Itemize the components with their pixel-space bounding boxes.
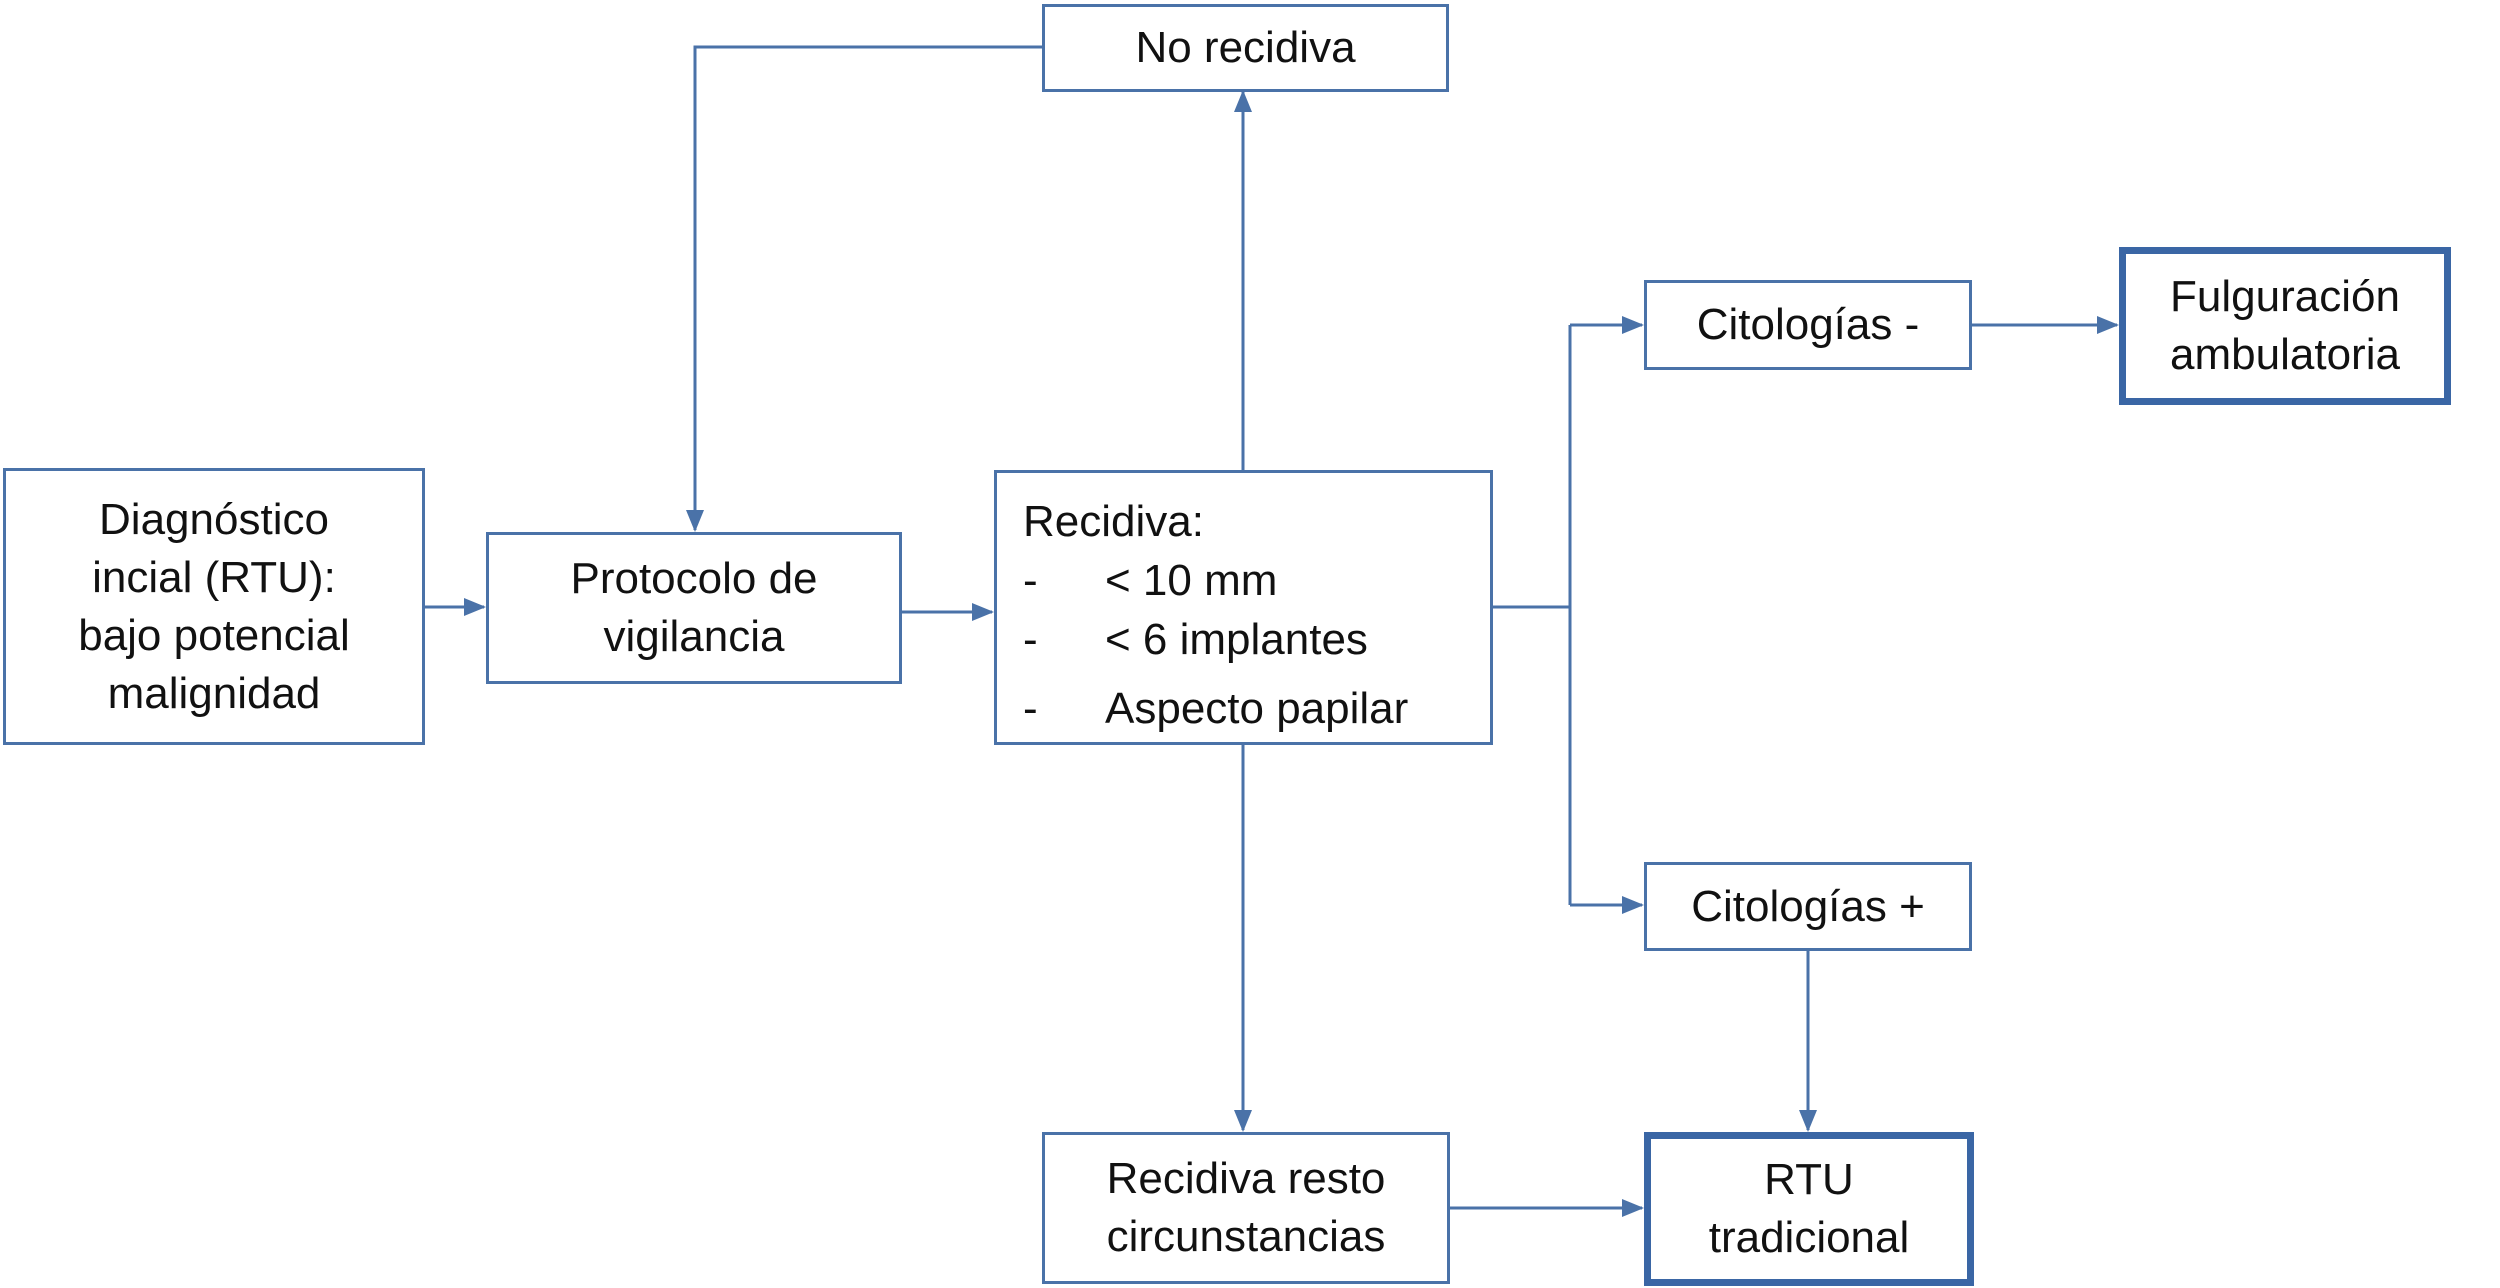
criterion-item: - < 6 implantes xyxy=(1023,611,1368,669)
node-diagnostico-line-1: Diagnóstico xyxy=(99,494,329,544)
criterion-dash: - xyxy=(1023,684,1038,733)
criterion-papillary: Aspecto papilar xyxy=(1105,684,1409,733)
node-recidiva-resto: Recidiva resto circunstancias xyxy=(1042,1132,1450,1284)
node-diagnostico-line-3: bajo potencial xyxy=(78,610,350,660)
node-fulguracion-line-1: Fulguración xyxy=(2170,272,2400,321)
arrow-no-recidiva-to-protocolo xyxy=(686,45,1042,532)
node-fulguracion-line-2: ambulatoria xyxy=(2170,330,2400,379)
criterion-dash: - xyxy=(1023,615,1038,664)
node-no-recidiva-label: No recidiva xyxy=(1135,23,1356,72)
node-citologias-pos-label: Citologías + xyxy=(1691,881,1925,931)
node-citologias-negativas: Citologías - xyxy=(1644,280,1972,370)
node-protocolo-line-1: Protocolo de xyxy=(570,554,818,603)
node-citologias-positivas: Citologías + xyxy=(1644,862,1972,951)
node-recidiva-title: Recidiva: xyxy=(1023,497,1204,546)
node-protocolo-line-2: vigilancia xyxy=(603,612,785,661)
node-recidiva-criterios: Recidiva: - < 10 mm - < 6 implantes - As… xyxy=(994,470,1493,745)
criterion-item: - Aspecto papilar xyxy=(1023,680,1408,738)
node-fulguracion-ambulatoria: Fulguración ambulatoria xyxy=(2119,247,2451,405)
node-protocolo-vigilancia: Protocolo de vigilancia xyxy=(486,532,902,684)
node-diagnostico-inicial: Diagnóstico incial (RTU): bajo potencial… xyxy=(3,468,425,745)
node-recidiva-resto-line-2: circunstancias xyxy=(1106,1212,1386,1261)
criterion-dash: - xyxy=(1023,556,1038,605)
node-diagnostico-line-2: incial (RTU): xyxy=(92,552,336,602)
criterion-size: < 10 mm xyxy=(1105,556,1278,605)
node-no-recidiva: No recidiva xyxy=(1042,4,1449,92)
node-rtu-tradicional: RTU tradicional xyxy=(1644,1132,1974,1286)
node-rtu-line-1: RTU xyxy=(1764,1155,1854,1204)
criterion-item: - < 10 mm xyxy=(1023,552,1277,610)
node-diagnostico-line-4: malignidad xyxy=(107,668,321,718)
node-rtu-line-2: tradicional xyxy=(1708,1213,1910,1262)
criterion-implants: < 6 implantes xyxy=(1105,615,1368,664)
node-citologias-neg-label: Citologías - xyxy=(1696,300,1920,349)
node-recidiva-resto-line-1: Recidiva resto xyxy=(1106,1154,1386,1203)
